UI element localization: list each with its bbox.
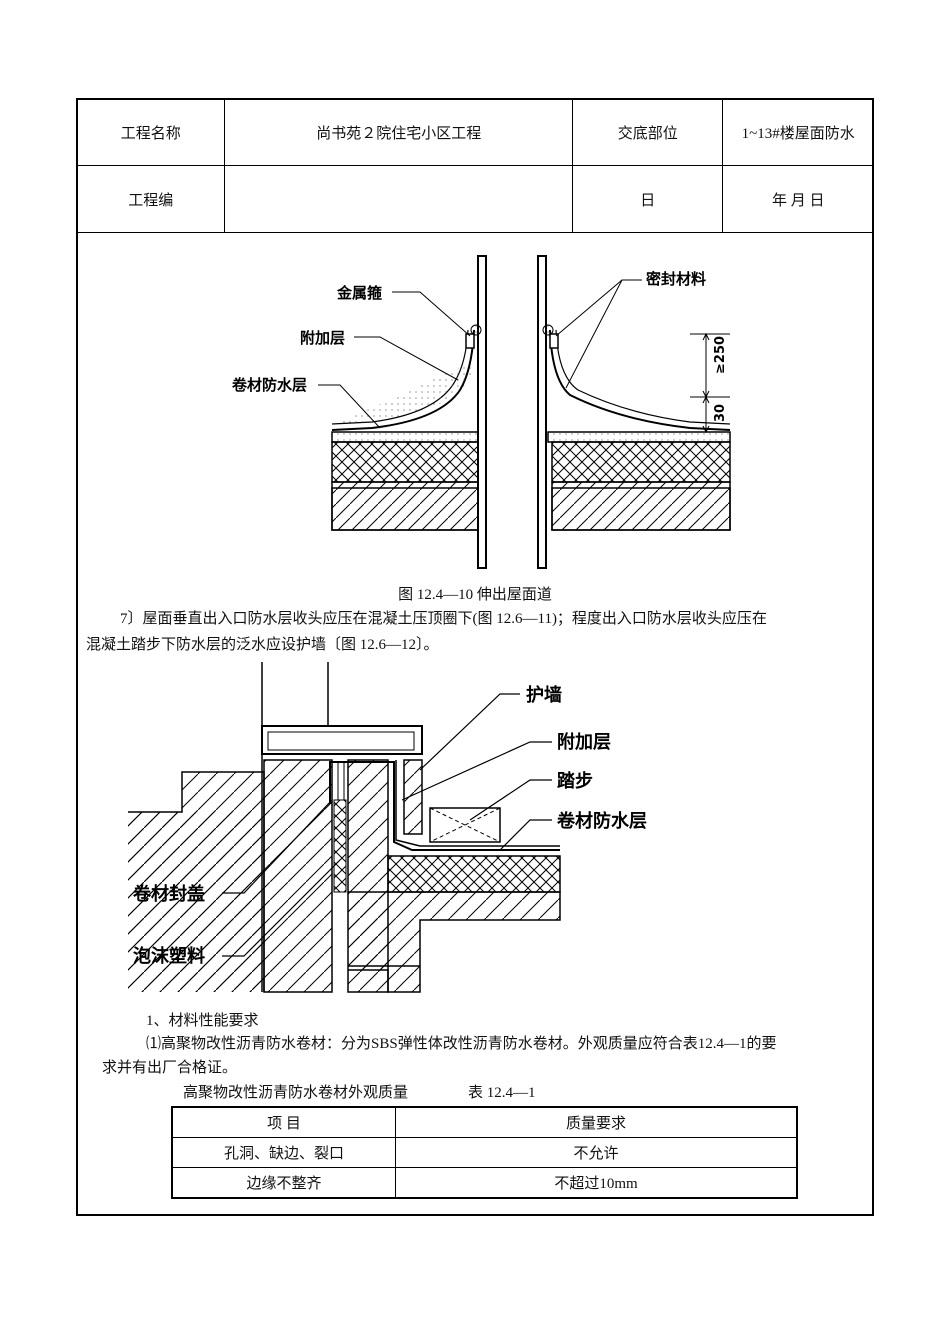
label-additional-layer-2: 附加层 [557,731,611,753]
project-code-label: 工程编 [75,165,226,233]
section-1-heading: 1、材料性能要求 [146,1013,259,1029]
quality-table-title: 高聚物改性沥青防水卷材外观质量 [183,1085,409,1101]
label-additional-layer: 附加层 [300,329,345,347]
row-item: 边缘不整齐 [171,1167,396,1199]
section-1-item-1-line-2: 求并有出厂合格证。 [102,1060,238,1076]
row-requirement: 不允许 [395,1137,798,1168]
label-membrane-layer: 卷材防水层 [231,376,307,394]
table-row: 孔洞、缺边、裂口 不允许 [171,1137,798,1168]
figure-roof-access: 护墙 附加层 踏步 卷材防水层 卷材封盖 泡沫塑料 [128,662,647,993]
date-label: 日 [572,165,724,233]
project-name-value: 尚书苑２院住宅小区工程 [224,98,574,166]
quality-table-number: 表 12.4—1 [468,1085,536,1101]
header-requirement: 质量要求 [395,1106,798,1138]
label-membrane-cover: 卷材封盖 [132,883,205,905]
label-dim-30: 30 [713,404,728,422]
header-item: 项 目 [171,1106,396,1138]
label-foam-plastic: 泡沫塑料 [133,945,205,967]
paragraph-7-line-2: 混凝土踏步下防水层的泛水应设护墙〔图 12.6—12〕。 [86,637,439,653]
header-table: 工程名称 尚书苑２院住宅小区工程 交底部位 1~13#楼屋面防水 工程编 日 年… [75,98,874,233]
quality-table-header: 项 目 质量要求 [171,1106,798,1138]
label-step: 踏步 [557,770,593,792]
row-item: 孔洞、缺边、裂口 [171,1137,396,1168]
paragraph-7-line-1: 7〕屋面垂直出入口防水层收头应压在混凝土压顶圈下(图 12.6—11)；程度出入… [120,611,767,627]
table-row: 边缘不整齐 不超过10mm [171,1167,798,1199]
label-sealant: 密封材料 [646,270,706,288]
label-protective-wall: 护墙 [526,684,562,706]
section-1-item-1-line-1: ⑴高聚物改性沥青防水卷材：分为SBS弹性体改性沥青防水卷材。外观质量应符合表12… [146,1036,777,1052]
header-row-2: 工程编 日 年 月 日 [75,165,874,233]
date-value: 年 月 日 [722,165,874,233]
row-requirement: 不超过10mm [395,1167,798,1199]
location-value: 1~13#楼屋面防水 [722,98,874,166]
figure-pipe-through-roof: 金属箍 附加层 卷材防水层 密封材料 ≥250 30 [231,255,731,569]
project-code-value [224,165,574,233]
label-metal-hoop: 金属箍 [336,284,382,302]
header-row-1: 工程名称 尚书苑２院住宅小区工程 交底部位 1~13#楼屋面防水 [75,98,874,166]
label-dim-250: ≥250 [713,336,728,374]
figure1-caption: 图 12.4—10 伸出屋面道 [398,587,552,603]
quality-table: 项 目 质量要求 孔洞、缺边、裂口 不允许 边缘不整齐 不超过10mm [171,1106,798,1199]
location-label: 交底部位 [572,98,724,166]
label-membrane-layer-2: 卷材防水层 [556,810,647,832]
